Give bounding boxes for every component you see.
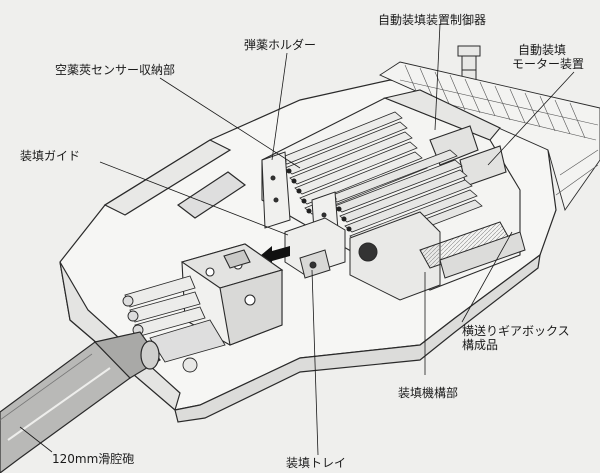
label-loading-mechanism: 装填機構部	[398, 386, 459, 400]
label-loader-motor-line1: 自動装填	[518, 43, 567, 57]
loading-tray-arm	[284, 217, 346, 279]
label-loading-guide: 装填ガイド	[20, 149, 81, 163]
label-loader-controller: 自動装填装置制御器	[378, 13, 487, 27]
label-loader-motor: 自動装填 モーター装置	[512, 43, 600, 71]
label-ammo-holder: 弾薬ホルダー	[244, 38, 317, 52]
loading-mechanism-block	[349, 211, 526, 301]
label-loading-tray: 装填トレイ	[286, 456, 347, 470]
label-case-sensor-storage: 空薬莢センサー収納部	[55, 63, 176, 77]
label-gearbox-line1: 横送りギアボックス	[462, 324, 570, 338]
gun-barrel	[0, 331, 161, 473]
label-gun: 120mm滑腔砲	[52, 452, 135, 466]
ammo-rounds-upper	[279, 111, 428, 215]
label-gearbox: 横送りギアボックス 構成品	[462, 324, 597, 352]
leader-lines	[19, 23, 575, 456]
breech-block	[180, 243, 284, 346]
label-gearbox-line2: 構成品	[462, 338, 499, 352]
label-loader-motor-line2: モーター装置	[512, 57, 585, 71]
